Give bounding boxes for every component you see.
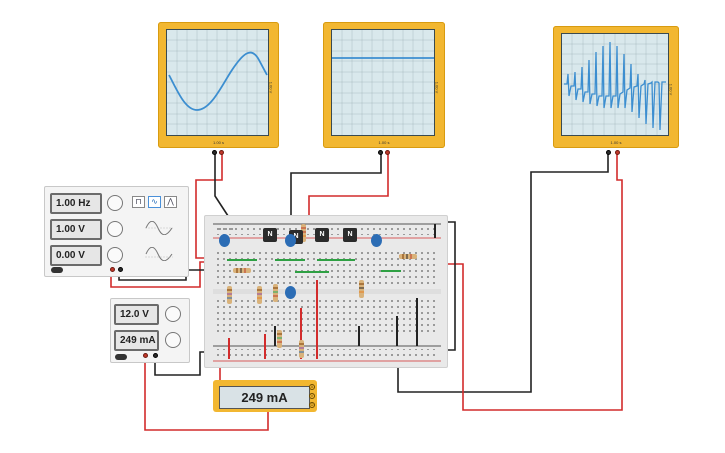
voltage-display: 12.0 V <box>114 304 159 325</box>
frequency-display: 1.00 Hz <box>50 193 102 214</box>
capacitor[interactable] <box>219 234 230 247</box>
scope-ground-terminal[interactable] <box>212 150 217 155</box>
oscilloscope-3[interactable]: 1.00 V 1.00 s <box>553 26 679 155</box>
wire-red[interactable] <box>195 153 223 259</box>
wire-red[interactable] <box>397 152 623 411</box>
breadboard[interactable]: N N N N <box>204 215 448 368</box>
function-generator[interactable]: 1.00 Hz 1.00 V 0.00 V ⊓ ∿ ⋀ <box>44 186 189 277</box>
npn-transistor[interactable]: N <box>315 228 329 242</box>
amplitude-display: 1.00 V <box>50 219 102 240</box>
oscilloscope-screen <box>561 33 669 136</box>
volts-per-div-label: 1.00 V <box>268 81 274 94</box>
spike-trace <box>562 34 668 135</box>
time-per-div-label: 1.00 s <box>378 140 390 145</box>
volts-per-div-label: 1.00 V <box>434 81 440 94</box>
offset-display: 0.00 V <box>50 245 102 266</box>
wire-black[interactable] <box>290 153 382 222</box>
oscilloscope-screen <box>331 29 435 136</box>
multimeter-display: 249 mA <box>219 386 310 409</box>
time-per-div-label: 1.00 s <box>213 140 224 145</box>
ammeter-mode-button[interactable]: A <box>309 384 315 390</box>
generator-positive-terminal[interactable] <box>110 267 115 272</box>
oscilloscope-2[interactable]: 1.00 V 1.00 s <box>323 22 445 155</box>
scope-ground-terminal[interactable] <box>378 150 383 155</box>
volts-per-div-label: 1.00 V <box>668 83 674 96</box>
dc-power-supply[interactable]: 12.0 V 249 mA <box>110 298 190 363</box>
capacitor[interactable] <box>371 234 382 247</box>
square-wave-button[interactable]: ⊓ <box>132 196 145 208</box>
npn-transistor[interactable]: N <box>263 228 277 242</box>
wire-black[interactable] <box>118 269 214 281</box>
npn-transistor[interactable]: N <box>343 228 357 242</box>
wire-black[interactable] <box>397 152 609 393</box>
amplitude-knob[interactable] <box>107 221 123 237</box>
triangle-wave-button[interactable]: ⋀ <box>164 196 177 208</box>
voltage-knob[interactable] <box>165 306 181 322</box>
wire-red[interactable] <box>144 355 269 431</box>
sine-wave-button[interactable]: ∿ <box>148 196 161 208</box>
time-per-div-label: 1.00 s <box>610 140 622 145</box>
ohmmeter-mode-button[interactable]: Ω <box>309 402 315 408</box>
power-toggle[interactable] <box>51 267 63 273</box>
offset-knob[interactable] <box>107 247 123 263</box>
scope-ground-terminal[interactable] <box>606 150 611 155</box>
oscilloscope-1[interactable]: 1.00 V 1.00 s <box>158 22 279 155</box>
sine-trace <box>167 30 268 135</box>
generator-negative-terminal[interactable] <box>118 267 123 272</box>
scope-probe-terminal[interactable] <box>219 150 224 155</box>
scope-probe-terminal[interactable] <box>385 150 390 155</box>
scope-probe-terminal[interactable] <box>615 150 620 155</box>
supply-positive-terminal[interactable] <box>143 353 148 358</box>
multimeter[interactable]: 249 mA A V Ω <box>213 380 317 412</box>
capacitor[interactable] <box>285 286 296 299</box>
wire-red[interactable] <box>308 153 389 222</box>
power-toggle[interactable] <box>115 354 127 360</box>
supply-negative-terminal[interactable] <box>153 353 158 358</box>
offset-wave-icon <box>145 247 173 261</box>
amplitude-wave-icon <box>145 221 173 235</box>
oscilloscope-screen <box>166 29 269 136</box>
voltmeter-mode-button[interactable]: V <box>309 393 315 399</box>
wire-black[interactable] <box>214 153 233 223</box>
flat-trace <box>332 30 434 135</box>
frequency-knob[interactable] <box>107 195 123 211</box>
current-knob[interactable] <box>165 332 181 348</box>
current-display: 249 mA <box>114 330 159 351</box>
capacitor[interactable] <box>285 234 296 247</box>
